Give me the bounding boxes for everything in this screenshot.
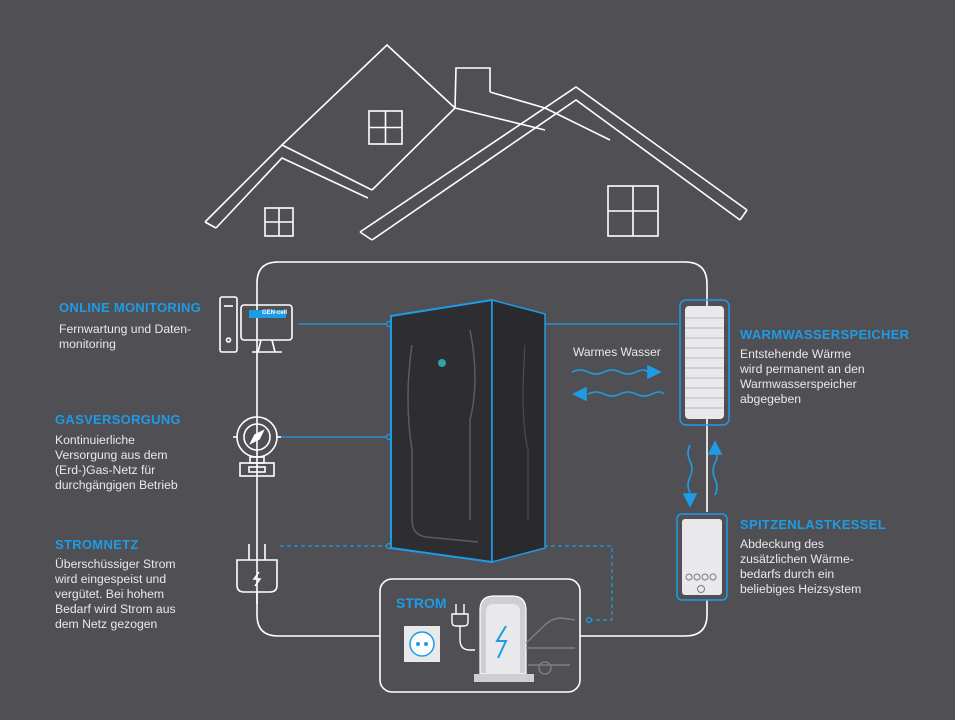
stromnetz-title: STROMNETZ (55, 537, 139, 552)
online-monitoring-title: ONLINE MONITORING (59, 300, 202, 315)
strom-box (379, 578, 581, 693)
charging-station-icon (451, 595, 534, 682)
power-plug-icon (236, 544, 278, 604)
online-monitoring-description: Fernwartung und Daten- monitoring (59, 322, 192, 351)
gasversorgung-title: GASVERSORGUNG (55, 412, 181, 427)
circuit-loop (256, 261, 708, 637)
unit-logo-icon (438, 359, 446, 367)
strom-title: STROM (396, 595, 447, 611)
screen-logo-badge (249, 310, 286, 318)
stromnetz-description: Überschüssiger Strom wird eingespeist un… (55, 557, 176, 631)
screen-logo-text: GEN-cell (262, 310, 288, 316)
computer-icon (219, 296, 293, 353)
warm-water-label: Warmes Wasser (573, 345, 661, 359)
house-outline (204, 43, 748, 241)
car-icon (525, 617, 576, 675)
gas-meter-icon (233, 416, 281, 477)
spitzenlastkessel-title: SPITZENLASTKESSEL (740, 517, 886, 532)
window-top (368, 110, 403, 145)
fuel-cell-unit (390, 298, 546, 564)
flow-arrows (571, 364, 723, 508)
warmwasserspeicher-description: Entstehende Wärme wird permanent an den … (740, 347, 865, 406)
socket-icon (404, 626, 440, 662)
warmwasserspeicher-title: WARMWASSERSPEICHER (740, 327, 910, 342)
spitzenlastkessel-description: Abdeckung des zusätzlichen Wärme- bedarf… (740, 537, 862, 596)
gasversorgung-description: Kontinuierliche Versorgung aus dem (Erd-… (55, 433, 178, 492)
boiler (676, 513, 728, 601)
window-right (607, 185, 659, 237)
connector-lines (280, 320, 678, 624)
window-left (264, 207, 294, 237)
water-tank (679, 299, 730, 426)
